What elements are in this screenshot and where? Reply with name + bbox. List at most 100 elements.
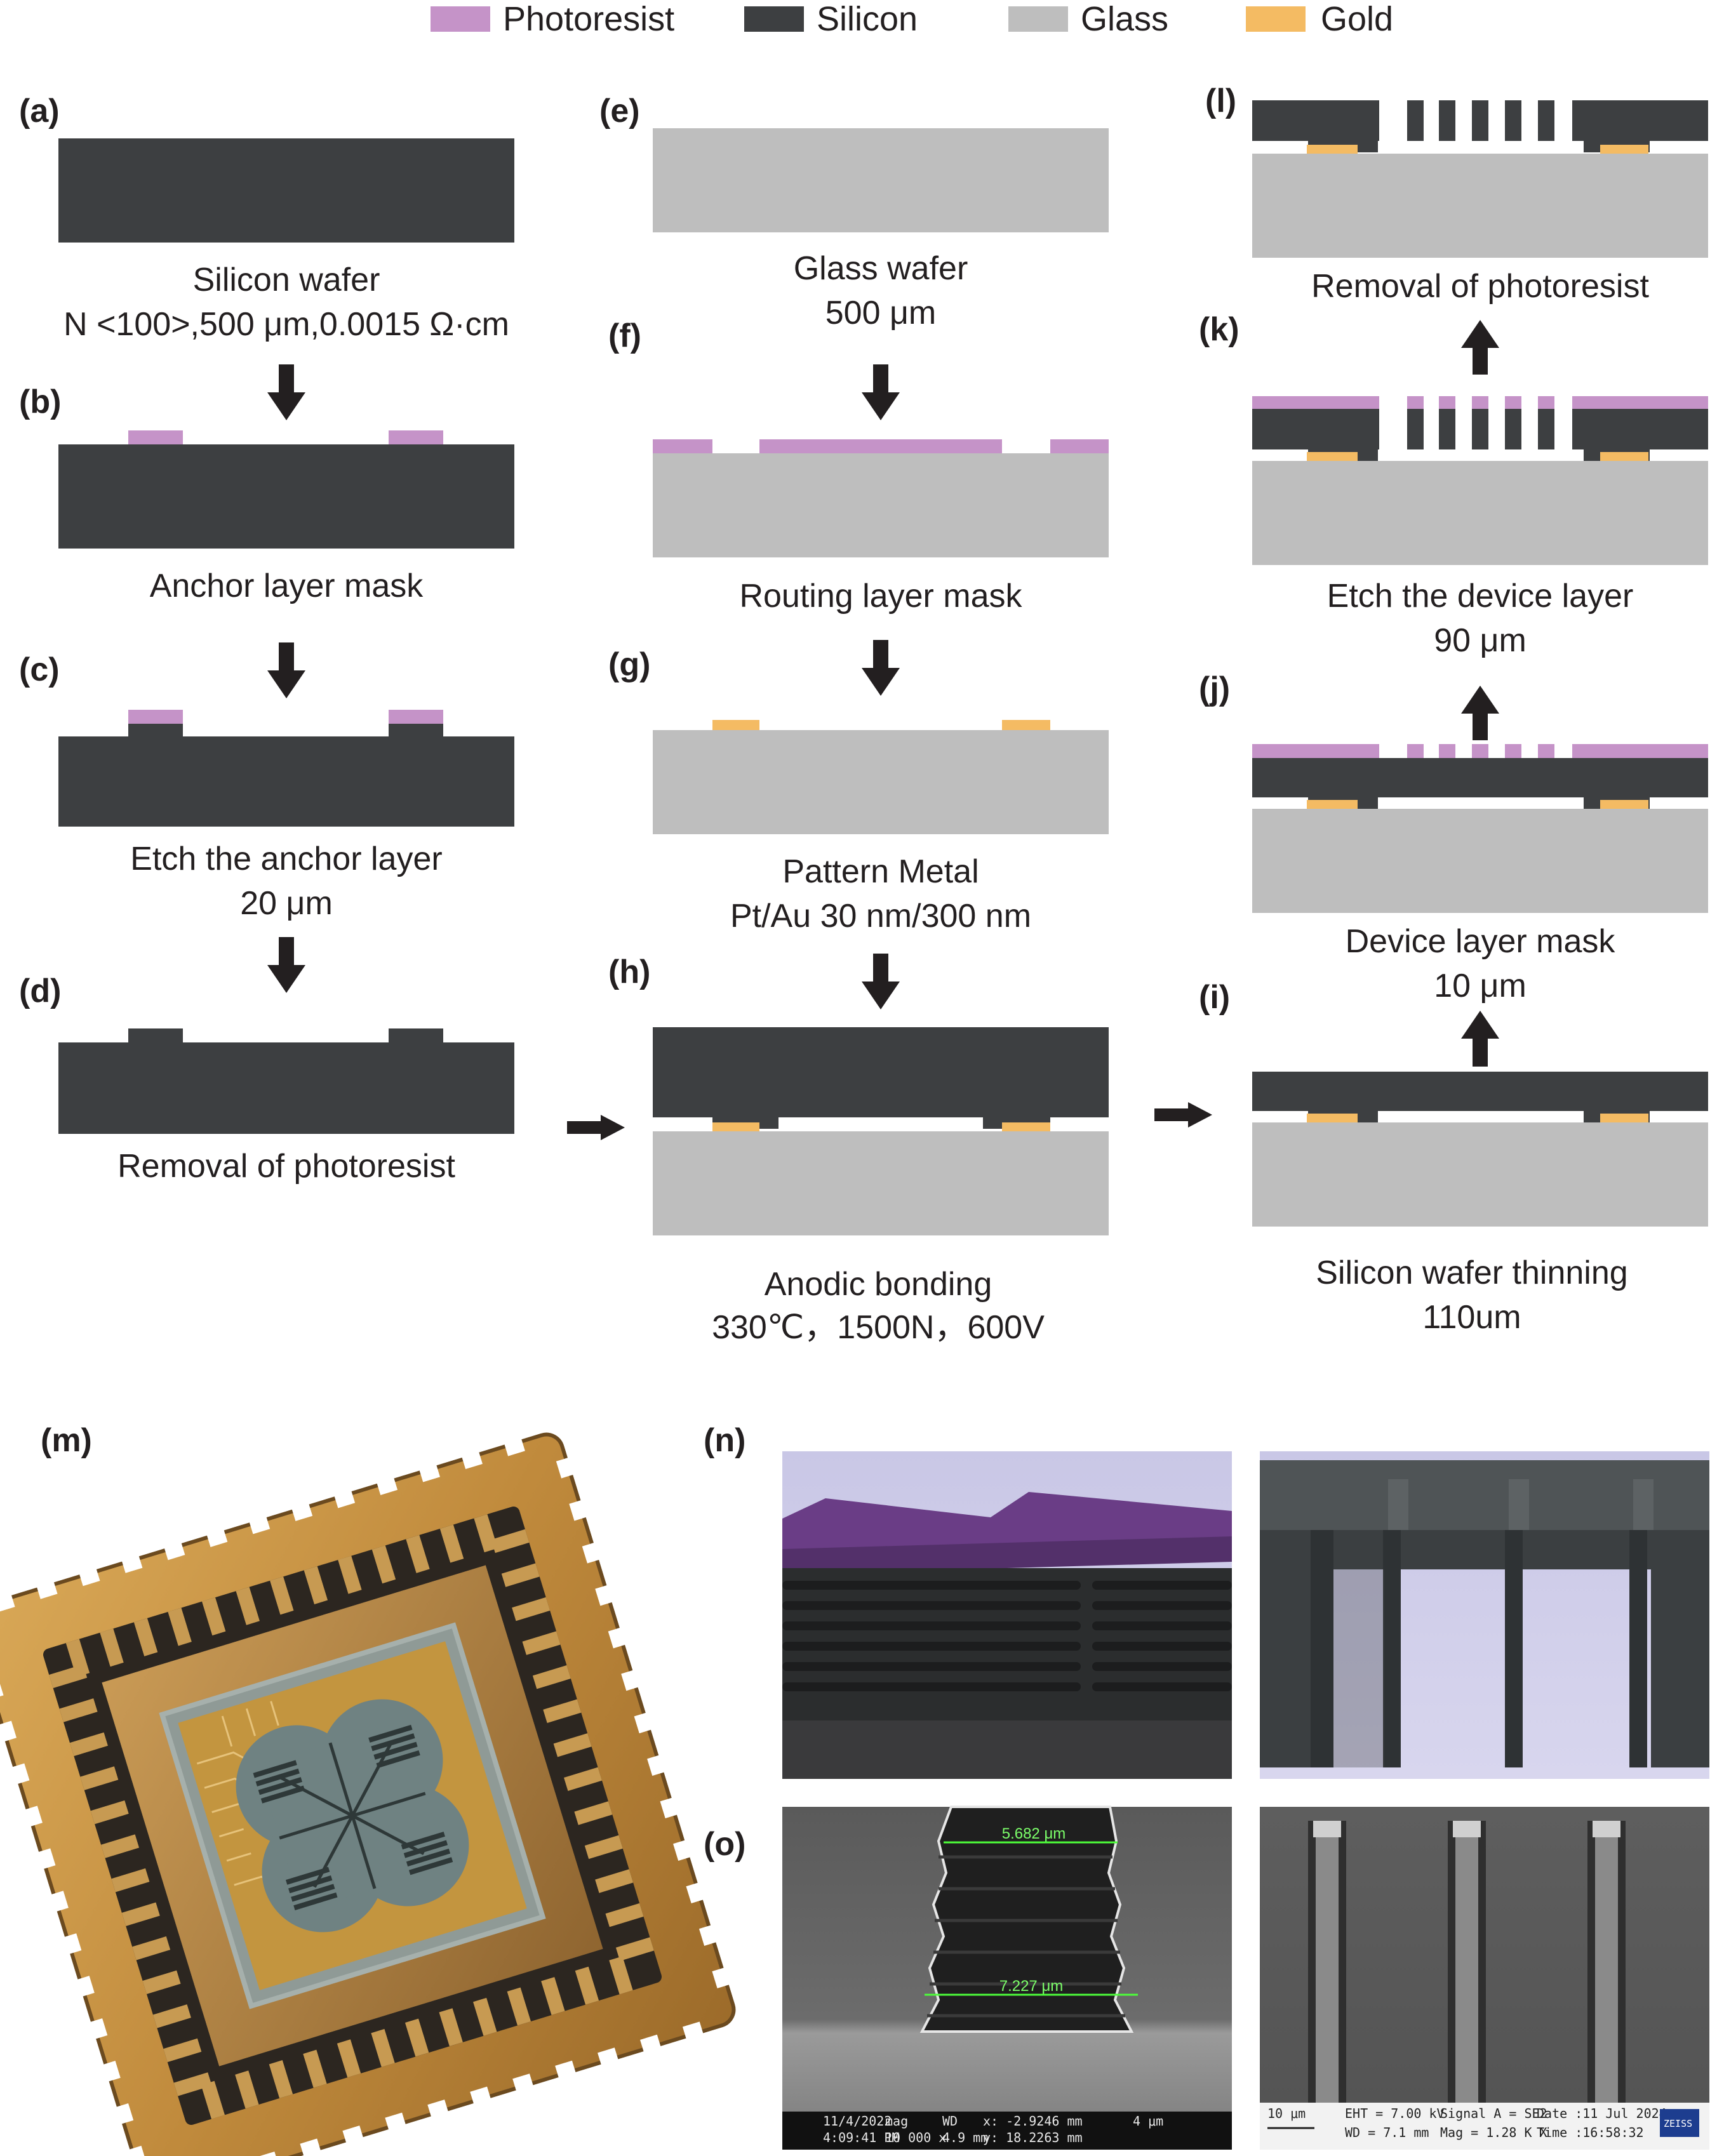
arrow-g-h bbox=[862, 954, 900, 1009]
step-i-caption-line2: 110um bbox=[1422, 1299, 1521, 1336]
sem-right-time: Time :16:58:32 bbox=[1537, 2125, 1644, 2140]
legend-swatch-silicon bbox=[744, 6, 804, 32]
legend-swatch-gold bbox=[1246, 6, 1306, 32]
step-k-label: (k) bbox=[1199, 311, 1239, 348]
step-i-label: (i) bbox=[1199, 979, 1230, 1016]
silicon-anchor bbox=[58, 1028, 514, 1134]
sem-left-date: 11/4/2022 bbox=[823, 2113, 892, 2129]
sem-image-cross-section: 5.682 μm 7.227 μm 11/4/2022 mag WD x: -2… bbox=[782, 1806, 1232, 2150]
step-a-caption-line1: Silicon wafer bbox=[193, 262, 380, 298]
step-f-caption: Routing layer mask bbox=[739, 578, 1022, 615]
gold-pad-left bbox=[712, 720, 759, 730]
step-f: (f) Routing layer mask bbox=[608, 317, 1109, 615]
gold-pad-right bbox=[1600, 145, 1648, 154]
sem-right-wd: WD = 7.1 mm bbox=[1345, 2125, 1429, 2140]
glass-wafer bbox=[1252, 1122, 1708, 1227]
arrow-c-d bbox=[267, 937, 305, 993]
photoresist-right bbox=[1572, 744, 1708, 758]
legend-swatch-photoresist bbox=[431, 6, 490, 32]
photoresist-right bbox=[389, 430, 443, 444]
photoresist-routing-center bbox=[759, 439, 1002, 453]
panel-n: (n) bbox=[704, 1422, 1709, 1779]
sem-right-eht: EHT = 7.00 kV bbox=[1345, 2106, 1445, 2121]
silicon-beam-1 bbox=[1407, 100, 1424, 141]
sem-left-time: 4:09:41 PM bbox=[823, 2130, 899, 2145]
step-k-caption-line1: Etch the device layer bbox=[1327, 578, 1634, 615]
step-l: (l) Removal of photoresist bbox=[1205, 83, 1708, 305]
silicon-device-layer bbox=[1252, 758, 1708, 809]
step-g: (g) Pattern Metal Pt/Au 30 nm/300 nm bbox=[608, 646, 1109, 935]
silicon-device-left bbox=[1252, 100, 1379, 141]
sem-right-scale: 10 μm bbox=[1267, 2106, 1306, 2121]
step-l-caption: Removal of photoresist bbox=[1311, 268, 1649, 305]
silicon-anchor-etched bbox=[58, 724, 514, 827]
step-i: (i) Silicon wafer thinning 110um bbox=[1199, 979, 1708, 1336]
step-j-caption-line2: 10 μm bbox=[1434, 968, 1527, 1004]
photoresist-right bbox=[1572, 396, 1708, 409]
step-l-label: (l) bbox=[1205, 83, 1236, 119]
step-e-caption-line1: Glass wafer bbox=[794, 250, 968, 287]
step-e-label: (e) bbox=[599, 93, 640, 130]
silicon-beam-2 bbox=[1439, 100, 1455, 141]
legend: Photoresist Silicon Glass Gold bbox=[431, 0, 1393, 38]
photoresist-routing-right bbox=[1050, 439, 1109, 453]
sem-image-beams: 10 μm EHT = 7.00 kV Signal A = SE2 Date … bbox=[1260, 1807, 1709, 2150]
photoresist-left bbox=[1252, 396, 1379, 409]
sem-right-signal: Signal A = SE2 bbox=[1440, 2106, 1547, 2121]
sem-left-wd-label: WD bbox=[942, 2113, 958, 2129]
arrow-j-k bbox=[1461, 686, 1499, 740]
gold-pad-left bbox=[1307, 800, 1358, 809]
step-h: (h) Anodic bonding 330℃，1500N，600V bbox=[608, 954, 1109, 1346]
gold-pad-right bbox=[1600, 800, 1648, 809]
step-c-label: (c) bbox=[19, 651, 60, 688]
arrow-d-h bbox=[567, 1115, 625, 1140]
step-c: (c) Etch the anchor layer 20 μm bbox=[19, 651, 514, 922]
step-a: (a) Silicon wafer N <100>,500 μm,0.0015 … bbox=[19, 93, 514, 343]
panel-n-label: (n) bbox=[704, 1422, 745, 1459]
legend-label-photoresist: Photoresist bbox=[503, 0, 674, 38]
sem-right-date: Date :11 Jul 2024 bbox=[1537, 2106, 1667, 2121]
legend-swatch-glass bbox=[1008, 6, 1068, 32]
silicon-thinned bbox=[1252, 1072, 1708, 1122]
gold-pad-right bbox=[1002, 720, 1050, 730]
step-b-caption: Anchor layer mask bbox=[150, 568, 424, 604]
sem-right-brand: ZEISS bbox=[1664, 2118, 1692, 2129]
sem-top-width: 5.682 μm bbox=[1002, 1825, 1066, 1842]
mems-die bbox=[236, 1699, 469, 1933]
legend-label-gold: Gold bbox=[1321, 0, 1393, 38]
arrow-a-b bbox=[267, 364, 305, 420]
etch-simulation-beams bbox=[1260, 1451, 1709, 1779]
step-e-caption-line2: 500 μm bbox=[825, 295, 936, 331]
step-a-caption-line2: N <100>,500 μm,0.0015 Ω·cm bbox=[63, 306, 509, 343]
step-k: (k) Etch the device layer 90 μm bbox=[1199, 311, 1708, 659]
glass-wafer bbox=[653, 1131, 1109, 1235]
step-h-caption-line1: Anodic bonding bbox=[765, 1266, 992, 1303]
sem-left-mag-label: mag bbox=[885, 2113, 908, 2129]
silicon-device-right bbox=[1572, 409, 1708, 449]
photoresist-right bbox=[389, 710, 443, 724]
zeiss-logo bbox=[1660, 2109, 1699, 2137]
glass-wafer bbox=[653, 453, 1109, 557]
step-a-label: (a) bbox=[19, 93, 60, 130]
silicon-bonded bbox=[653, 1027, 1109, 1129]
arrow-i-j bbox=[1461, 1011, 1499, 1067]
glass-wafer bbox=[1252, 809, 1708, 913]
arrow-k-l bbox=[1461, 320, 1499, 375]
step-f-label: (f) bbox=[608, 317, 641, 354]
gold-pad-left bbox=[1307, 1114, 1358, 1122]
glass-wafer bbox=[653, 128, 1109, 232]
glass-wafer bbox=[653, 730, 1109, 834]
silicon-device-left bbox=[1252, 409, 1379, 449]
silicon-beam-3 bbox=[1472, 100, 1488, 141]
panel-m-label: (m) bbox=[41, 1422, 92, 1459]
etch-simulation-scalloped bbox=[782, 1451, 1232, 1779]
glass-wafer bbox=[1252, 154, 1708, 258]
step-h-caption-line2: 330℃，1500N，600V bbox=[712, 1309, 1045, 1346]
gold-pad-left bbox=[1307, 145, 1358, 154]
step-b: (b) Anchor layer mask bbox=[19, 383, 514, 604]
panel-m: (m) bbox=[0, 1422, 736, 2156]
sem-left-mag: 10 000 x bbox=[885, 2130, 946, 2145]
photoresist-left bbox=[128, 710, 183, 724]
silicon-beam-5 bbox=[1538, 100, 1554, 141]
